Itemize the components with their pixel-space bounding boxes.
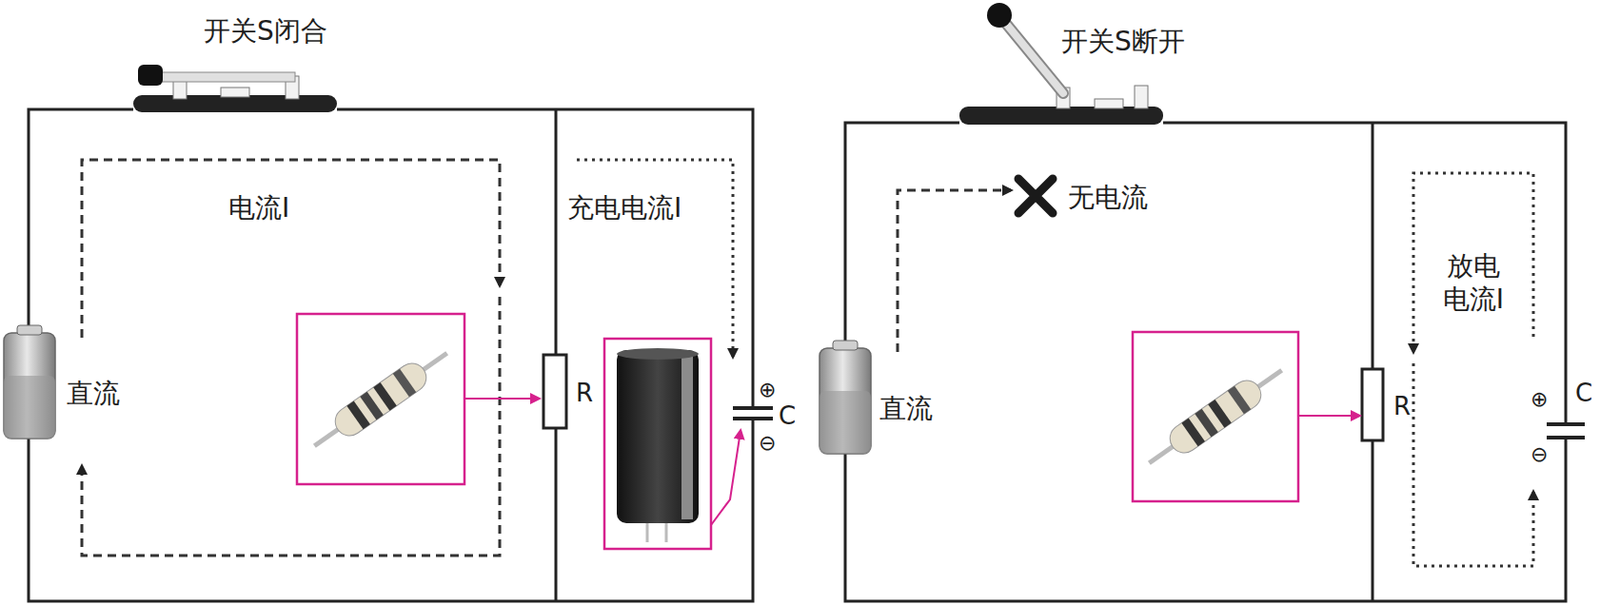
text-label: ⊖: [1530, 441, 1548, 469]
text-label: 电流I: [228, 191, 290, 225]
capacitor-body: [616, 350, 699, 524]
battery-body: [819, 348, 871, 455]
resistor-band: [1227, 386, 1252, 415]
switch-base: [959, 106, 1164, 125]
capacitor-top: [616, 348, 699, 360]
battery-cap: [17, 325, 42, 336]
resistor-symbol: [543, 355, 567, 429]
text-label: 直流: [879, 392, 933, 426]
resistor-band: [393, 369, 417, 398]
text-label: R: [1393, 391, 1411, 423]
wire: [28, 109, 753, 602]
text-label: 充电电流I: [567, 191, 682, 225]
current-path: [81, 159, 500, 338]
switch-knob: [138, 64, 163, 86]
discharge-path: [1413, 363, 1534, 567]
resistor-body: [329, 357, 432, 442]
pointer-arrow: [464, 397, 539, 400]
text-label: 无电流: [1067, 180, 1148, 215]
switch-base: [133, 95, 337, 113]
current-path: [897, 190, 1011, 353]
switch-lever: [157, 72, 296, 82]
photo-frame: [296, 314, 465, 485]
text-label: C: [1575, 377, 1593, 410]
battery-body: [3, 333, 56, 439]
switch-clip: [220, 87, 250, 98]
battery: [3, 325, 56, 439]
resistor-symbol: [1362, 369, 1383, 441]
capacitor-symbol: [1546, 424, 1585, 438]
resistor-body: [1164, 375, 1266, 459]
photo-frame: [1132, 332, 1299, 502]
text-label: ⊖: [758, 430, 776, 457]
capacitor-symbol: [732, 408, 773, 419]
resistor-band: [373, 382, 397, 412]
switch-open: [959, 2, 1164, 125]
capacitor-stripe: [681, 354, 693, 520]
capacitor-photo: [616, 348, 699, 543]
switch-clip: [1094, 98, 1124, 109]
resistor-band: [1207, 399, 1232, 429]
switch-knob: [987, 2, 1012, 28]
no-current-cross: [1018, 178, 1053, 214]
text-label: 开关S闭合: [203, 14, 328, 48]
text-label: ⊕: [1530, 386, 1548, 414]
text-label: C: [778, 400, 796, 433]
resistor-photo: [1141, 358, 1290, 475]
switch-lever: [1007, 24, 1064, 94]
switch-lever-edge: [1007, 24, 1064, 94]
battery-cap: [832, 340, 858, 351]
text-label: ⊕: [758, 376, 776, 404]
resistor-lead: [314, 353, 447, 447]
battery: [819, 340, 871, 455]
discharge-path: [1413, 173, 1534, 353]
text-label: 直流: [66, 376, 120, 411]
text-label: 放电 电流I: [1433, 249, 1514, 317]
pointer-arrow: [711, 431, 741, 526]
text-label: 开关S断开: [1061, 24, 1186, 59]
charging-path: [576, 159, 733, 357]
battery-band: [819, 391, 871, 455]
photo-frame: [604, 338, 712, 550]
switch-closed: [133, 64, 337, 113]
text-label: R: [575, 377, 593, 410]
resistor-photo: [306, 341, 455, 458]
battery-band: [3, 375, 56, 439]
switch-post: [1134, 85, 1148, 109]
resistor-lead: [1148, 370, 1282, 464]
switch-post: [173, 79, 187, 99]
wire: [845, 122, 1566, 602]
current-path: [81, 296, 500, 556]
pointer-arrow: [1298, 414, 1360, 417]
